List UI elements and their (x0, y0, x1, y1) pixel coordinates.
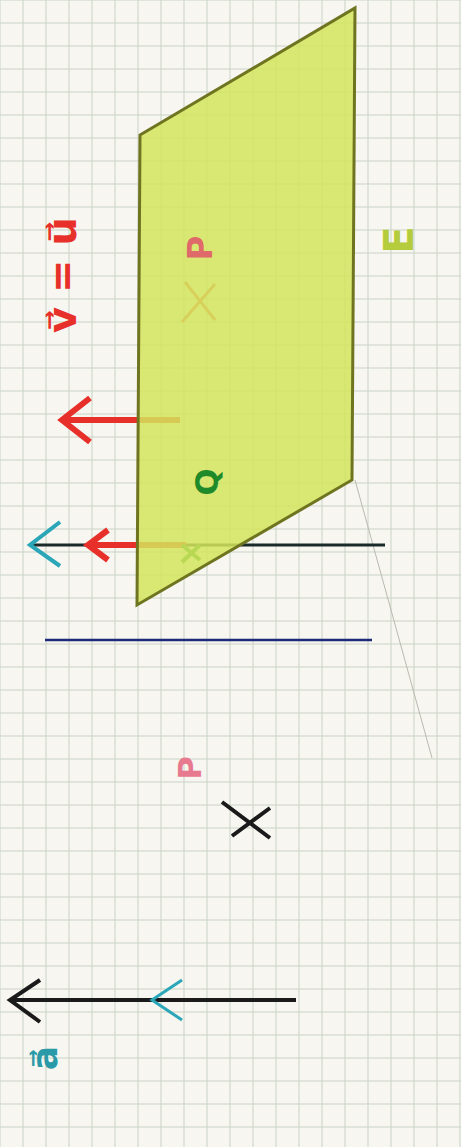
grid-line (414, 0, 415, 1147)
grid-line (0, 782, 461, 783)
plane-shape: E (135, 5, 360, 610)
grid-line (0, 713, 461, 714)
faint-line (355, 480, 432, 758)
grid-line (460, 0, 461, 1147)
arrowhead (88, 530, 108, 560)
grid-line (0, 1104, 461, 1105)
point-label: Q (191, 468, 223, 495)
grid-line (0, 989, 461, 990)
grid-line (391, 0, 392, 1147)
plane-label: E (379, 226, 419, 253)
arrowhead (62, 398, 90, 442)
grid-line (0, 598, 461, 599)
grid-line (0, 644, 461, 645)
grid-line (0, 575, 461, 576)
point-label: P (174, 756, 206, 779)
grid-line (0, 828, 461, 829)
grid-line (0, 897, 461, 898)
grid-line (0, 736, 461, 737)
grid-line (0, 920, 461, 921)
grid-line (0, 1058, 461, 1059)
grid-line (0, 805, 461, 806)
grid-line (0, 23, 461, 24)
grid-line (0, 851, 461, 852)
grid-line (368, 0, 369, 1147)
grid-line (0, 943, 461, 944)
grid-line (0, 874, 461, 875)
grid-line (0, 667, 461, 668)
vector-label: v⃗ = u⃗ (42, 217, 82, 333)
point-label: P (183, 236, 217, 261)
grid-line (0, 1035, 461, 1036)
grid-line (0, 0, 461, 1)
grid-line (0, 621, 461, 622)
grid-line (0, 69, 461, 70)
grid-line (0, 1127, 461, 1128)
grid-line (115, 0, 116, 1147)
arrowhead (30, 522, 60, 566)
grid-line (0, 1081, 461, 1082)
grid-line (0, 1012, 461, 1013)
point-cross (222, 802, 270, 838)
grid-line (69, 0, 70, 1147)
line (45, 639, 372, 642)
grid-line (92, 0, 93, 1147)
grid-line (0, 966, 461, 967)
grid-line (0, 46, 461, 47)
grid-line (0, 690, 461, 691)
vector-label: a⃗ (27, 1046, 63, 1070)
grid-line (0, 0, 1, 1147)
arrowhead (152, 980, 182, 1020)
arrowhead (10, 980, 40, 1022)
grid-line (0, 759, 461, 760)
grid-line (46, 0, 47, 1147)
plane-outline (135, 5, 360, 610)
plane-polygon (137, 8, 355, 605)
grid-line (23, 0, 24, 1147)
grid-line (437, 0, 438, 1147)
